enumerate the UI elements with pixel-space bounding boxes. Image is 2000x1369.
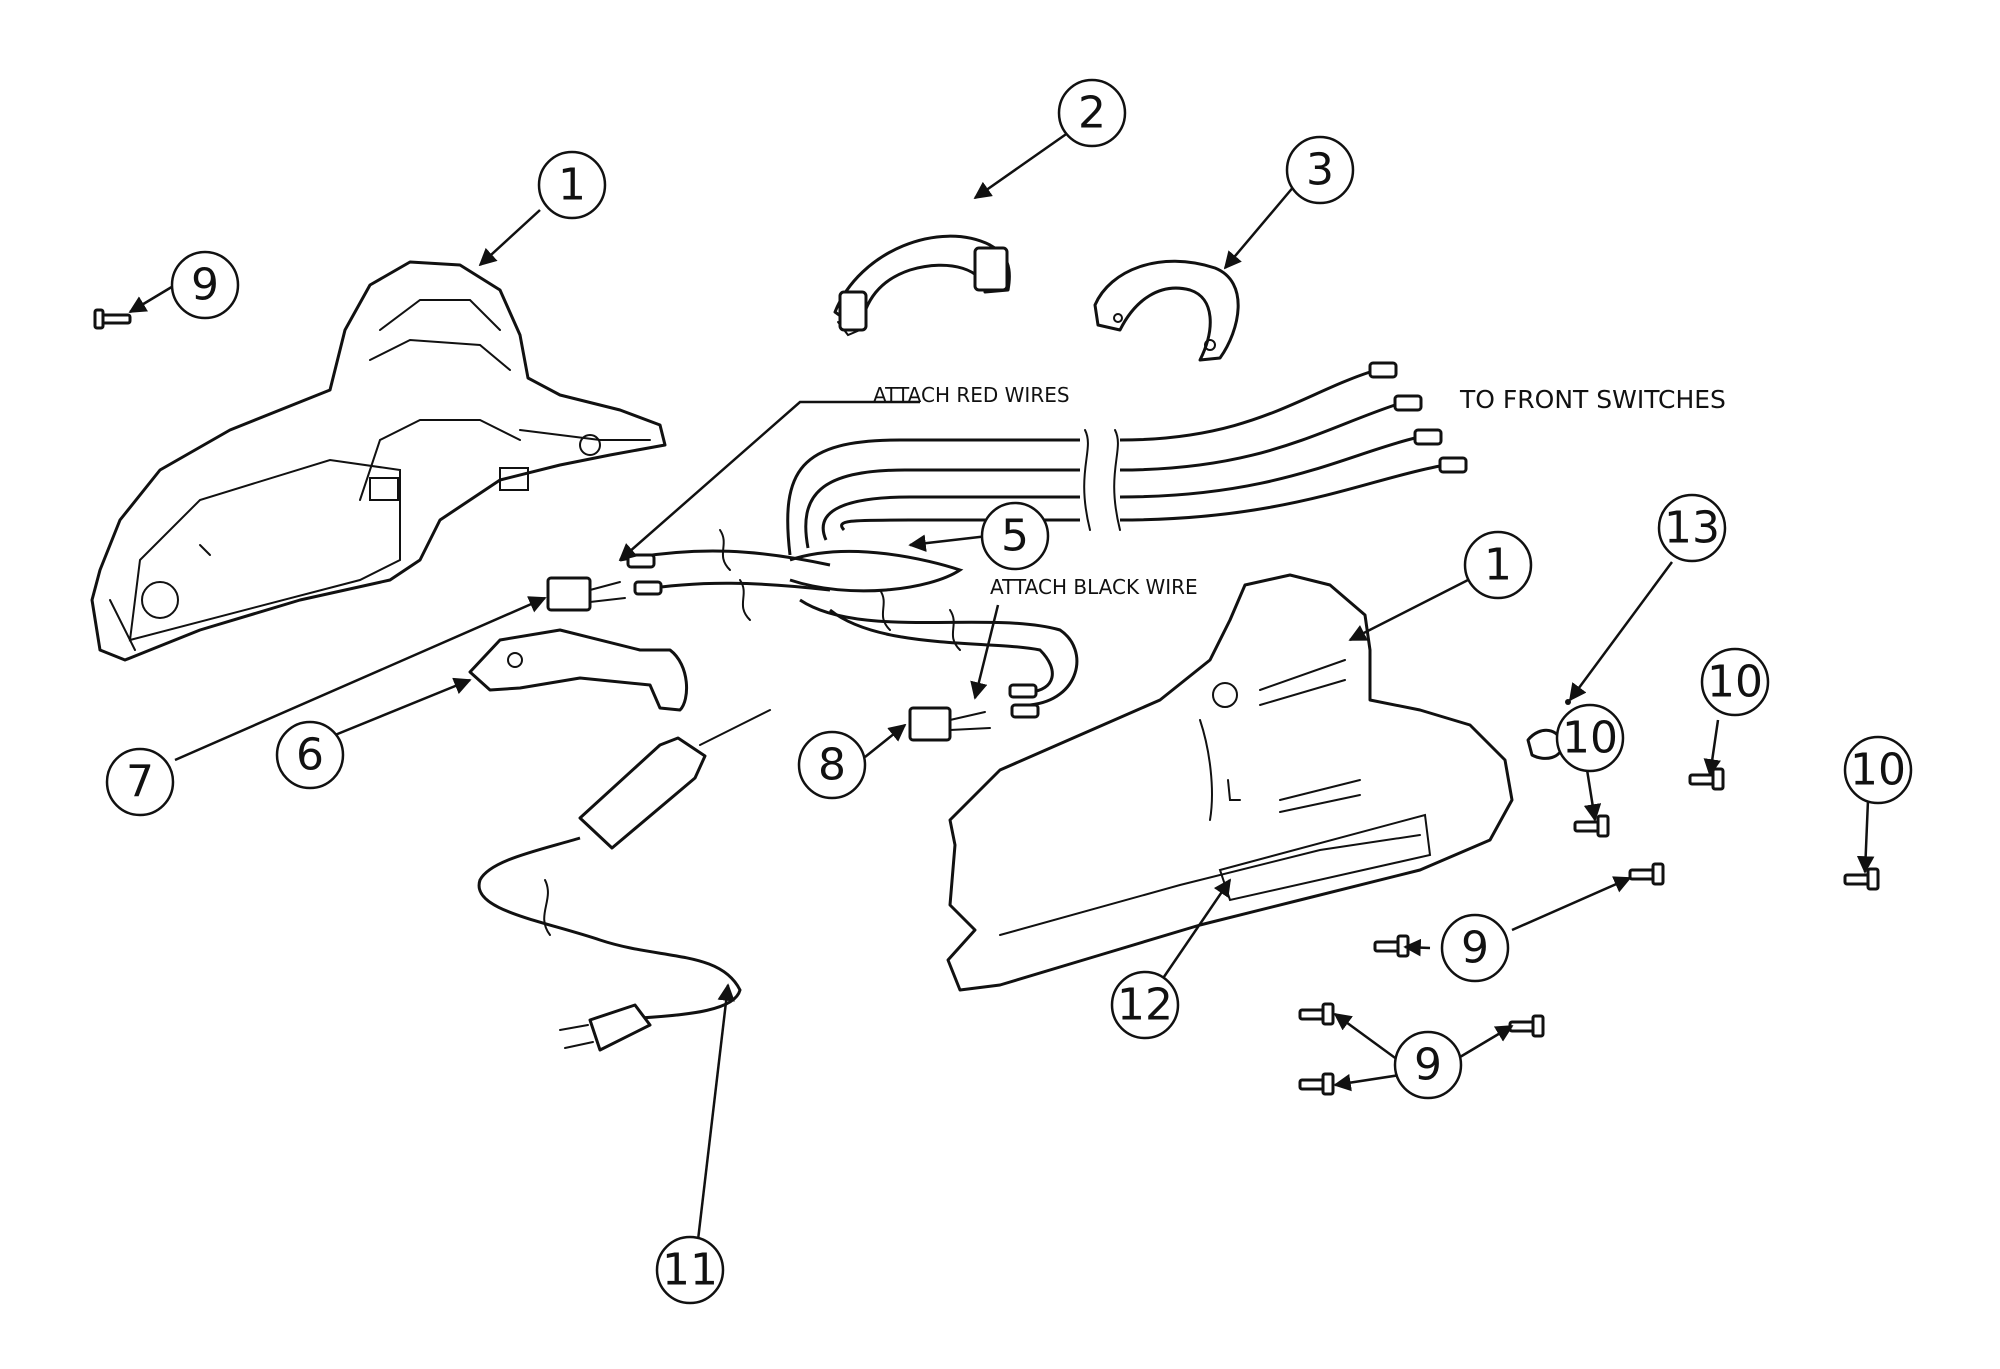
strap-part-3: [1093, 259, 1240, 362]
wire-harness: [786, 361, 1468, 556]
screw-9-f: [1298, 1072, 1335, 1096]
leader-lines: [128, 128, 1875, 1241]
svg-text:12: 12: [1117, 980, 1173, 1031]
balloon-3: 3: [1285, 135, 1355, 205]
right-housing-half: [946, 573, 1514, 992]
svg-text:1: 1: [558, 160, 586, 211]
balloon-8: 8: [797, 730, 867, 800]
balloon-1-left: 1: [537, 150, 607, 220]
balloon-11: 11: [655, 1235, 725, 1305]
trigger-part-6: [468, 628, 689, 712]
svg-text:2: 2: [1078, 88, 1106, 139]
wire-bundle-part-5: [619, 529, 1079, 719]
note-to-front-switches: TO FRONT SWITCHES: [1459, 385, 1726, 414]
svg-text:10: 10: [1850, 745, 1906, 796]
svg-text:1: 1: [1484, 540, 1512, 591]
screw-10-b: [1688, 767, 1725, 791]
balloon-10-a: 10: [1555, 703, 1625, 773]
svg-text:9: 9: [191, 260, 219, 311]
svg-text:7: 7: [126, 757, 154, 808]
svg-text:11: 11: [662, 1245, 718, 1296]
switch-part-7: [546, 576, 626, 612]
screw-9-d: [1298, 1002, 1335, 1026]
balloon-5: 5: [980, 501, 1050, 571]
screw-9-b: [1628, 862, 1665, 886]
svg-text:10: 10: [1707, 657, 1763, 708]
balloon-1-right: 1: [1463, 530, 1533, 600]
note-attach-black-wire: ATTACH BLACK WIRE: [990, 575, 1198, 599]
screw-10-a: [1573, 814, 1610, 838]
balloon-7: 7: [105, 747, 175, 817]
screw-10-c: [1843, 867, 1880, 891]
svg-text:5: 5: [1001, 511, 1029, 562]
left-housing-half: [90, 260, 667, 662]
svg-text:10: 10: [1562, 713, 1618, 764]
balloon-10-b: 10: [1700, 647, 1770, 717]
screw-9-a: [93, 308, 132, 330]
svg-text:9: 9: [1414, 1040, 1442, 1091]
balloon-12: 12: [1110, 970, 1180, 1040]
svg-text:13: 13: [1664, 503, 1720, 554]
balloon-13: 13: [1657, 493, 1727, 563]
balloon-2: 2: [1057, 78, 1127, 148]
svg-text:8: 8: [818, 740, 846, 791]
balloon-6: 6: [275, 720, 345, 790]
svg-text:6: 6: [296, 730, 324, 781]
screw-9-c: [1373, 934, 1410, 958]
balloon-9-top-left: 9: [170, 250, 240, 320]
note-attach-red-wires: ATTACH RED WIRES: [873, 383, 1070, 407]
svg-text:9: 9: [1461, 923, 1489, 974]
balloon-9-bottom: 9: [1393, 1030, 1463, 1100]
switch-part-8: [908, 706, 991, 742]
svg-text:3: 3: [1306, 145, 1334, 196]
power-cord-part-11: [477, 709, 771, 1052]
bracket-part-2: [833, 234, 1011, 337]
balloon-9-mid: 9: [1440, 913, 1510, 983]
balloon-10-c: 10: [1843, 735, 1913, 805]
screw-9-e: [1508, 1014, 1545, 1038]
